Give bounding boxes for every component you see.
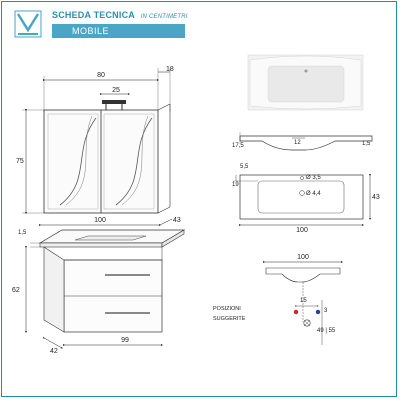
sheet-subtitle: IN CENTIMETRI [140, 14, 188, 20]
plumbing-spacing-label: 15 [300, 298, 307, 304]
hole-2-label: Ø 4,4 [306, 191, 321, 197]
header-title: SCHEDA TECNICA IN CENTIMETRI [52, 10, 188, 20]
vanity-top-thickness-label: 1,5 [18, 230, 27, 236]
vanity-base-depth-label: 42 [50, 348, 58, 355]
sink-thickness-label: 17,5 [232, 143, 244, 149]
mirror-depth-label: 18 [166, 66, 174, 73]
mirror-height-label: 75 [16, 158, 24, 165]
suggested-label: SUGGERITE [213, 316, 246, 322]
plumbing-height-label: 49 | 55 [317, 328, 336, 334]
sink-edge-label: 1,5 [362, 141, 371, 147]
positions-label: POSIZIONI [213, 306, 241, 312]
sink-offset-x-label: 5,5 [240, 164, 249, 170]
tab-mobile[interactable]: MOBILE [52, 24, 185, 38]
vanity-top-depth-label: 43 [173, 217, 181, 224]
plumbing-drawing: 100 POSIZIONI SUGGERITE 15 3 49 | 55 [213, 254, 343, 345]
drain-hole [299, 190, 305, 196]
tap-hole [300, 176, 304, 180]
light-fixture [102, 100, 126, 104]
sink-bowl-depth-label: 12 [294, 140, 301, 146]
vanity-top-width-label: 100 [94, 217, 106, 224]
vanity-base-width-label: 99 [121, 337, 129, 344]
cold-water-icon [315, 309, 321, 315]
light-width-label: 25 [112, 87, 120, 94]
brand-logo [14, 10, 42, 38]
hot-water-icon [293, 309, 299, 315]
sink-plan-drawing: Ø 3,5 Ø 4,4 5,5 19 100 43 [232, 164, 380, 234]
mirror-width-label: 80 [97, 72, 105, 79]
sink-offset-y-label: 19 [232, 182, 239, 188]
sink-section-drawing: 17,5 12 1,5 [232, 132, 373, 151]
mirror-cabinet-drawing: 80 18 25 75 [16, 66, 174, 214]
vanity-height-label: 62 [12, 287, 20, 294]
hole-1-label: Ø 3,5 [306, 175, 321, 181]
sink-plan-width-label: 100 [296, 227, 308, 234]
vanity-drawing: 100 43 1,5 62 42 99 [12, 217, 186, 355]
sink-plan-depth-label: 43 [372, 194, 380, 201]
sheet-title: SCHEDA TECNICA [52, 10, 135, 20]
plumbing-offset-label: 3 [324, 308, 328, 314]
plumbing-width-label: 100 [297, 254, 309, 261]
sink-render [247, 54, 364, 111]
